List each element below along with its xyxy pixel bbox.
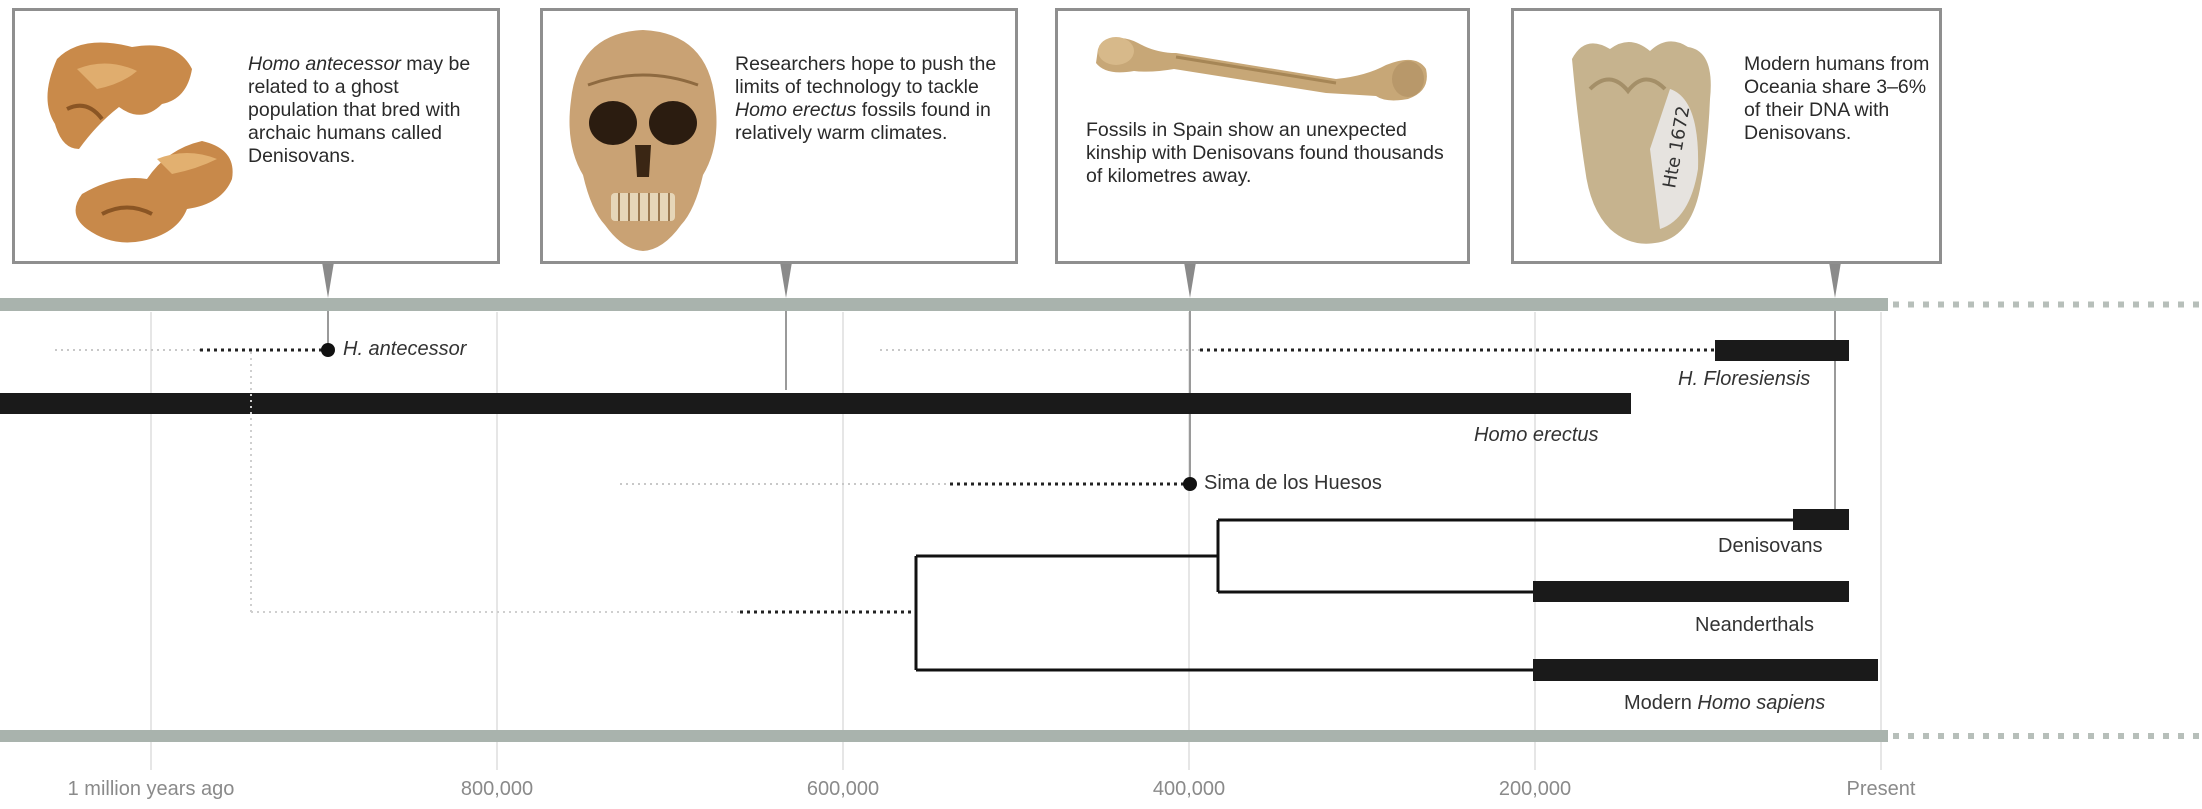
label-sima: Sima de los Huesos (1204, 472, 1382, 494)
callout-oceania: Hte 1672 Modern humans from Oceania shar… (1511, 8, 1942, 264)
callout-spain: Fossils in Spain show an unexpected kins… (1055, 8, 1470, 264)
callout-erectus: Researchers hope to push the limits of t… (540, 8, 1018, 264)
denisovans-bar (1793, 509, 1849, 530)
label-denisovans: Denisovans (1718, 535, 1823, 557)
antecessor-point (321, 343, 335, 357)
callout-antecessor: Homo antecessor may be related to a ghos… (12, 8, 500, 264)
callout-oceania-text: Modern humans from Oceania share 3–6% of… (1744, 53, 1930, 144)
tick-1m: 1 million years ago (67, 778, 235, 800)
jaw-fossil-image (47, 42, 233, 243)
sapiens-bar (1533, 659, 1878, 681)
bottom-band (0, 730, 1888, 742)
callout-spain-text: Fossils in Spain show an unexpected kins… (1086, 119, 1444, 187)
callout-erectus-text: Researchers hope to push the limits of t… (735, 53, 997, 144)
pointer-erectus (780, 262, 792, 298)
tick-present: Present (1846, 778, 1916, 800)
floresiensis-bar (1715, 340, 1849, 361)
tick-200k: 200,000 (1498, 778, 1572, 800)
label-antecessor: H. antecessor (343, 338, 467, 360)
pointer-spain (1184, 262, 1196, 298)
top-band (0, 298, 1888, 311)
label-neanderthals: Neanderthals (1695, 614, 1814, 636)
label-floresiensis: H. Floresiensis (1678, 368, 1811, 390)
label-erectus: Homo erectus (1474, 424, 1599, 446)
callout-antecessor-text: Homo antecessor may be related to a ghos… (248, 53, 471, 167)
pointer-antecessor (322, 262, 334, 298)
label-sapiens: Modern Homo sapiens (1624, 692, 1825, 715)
pointer-oceania (1829, 262, 1841, 298)
erectus-bar (0, 393, 1631, 414)
tick-400k: 400,000 (1152, 778, 1226, 800)
label-sapiens-italic: Homo sapiens (1697, 692, 1826, 714)
tick-600k: 600,000 (806, 778, 880, 800)
label-sapiens-plain: Modern (1624, 692, 1698, 714)
neanderthals-bar (1533, 581, 1849, 602)
sima-point (1183, 477, 1197, 491)
tick-800k: 800,000 (460, 778, 534, 800)
tooth-image: Hte 1672 (1572, 41, 1711, 244)
femur-image (1096, 37, 1427, 101)
skull-image (569, 30, 717, 251)
